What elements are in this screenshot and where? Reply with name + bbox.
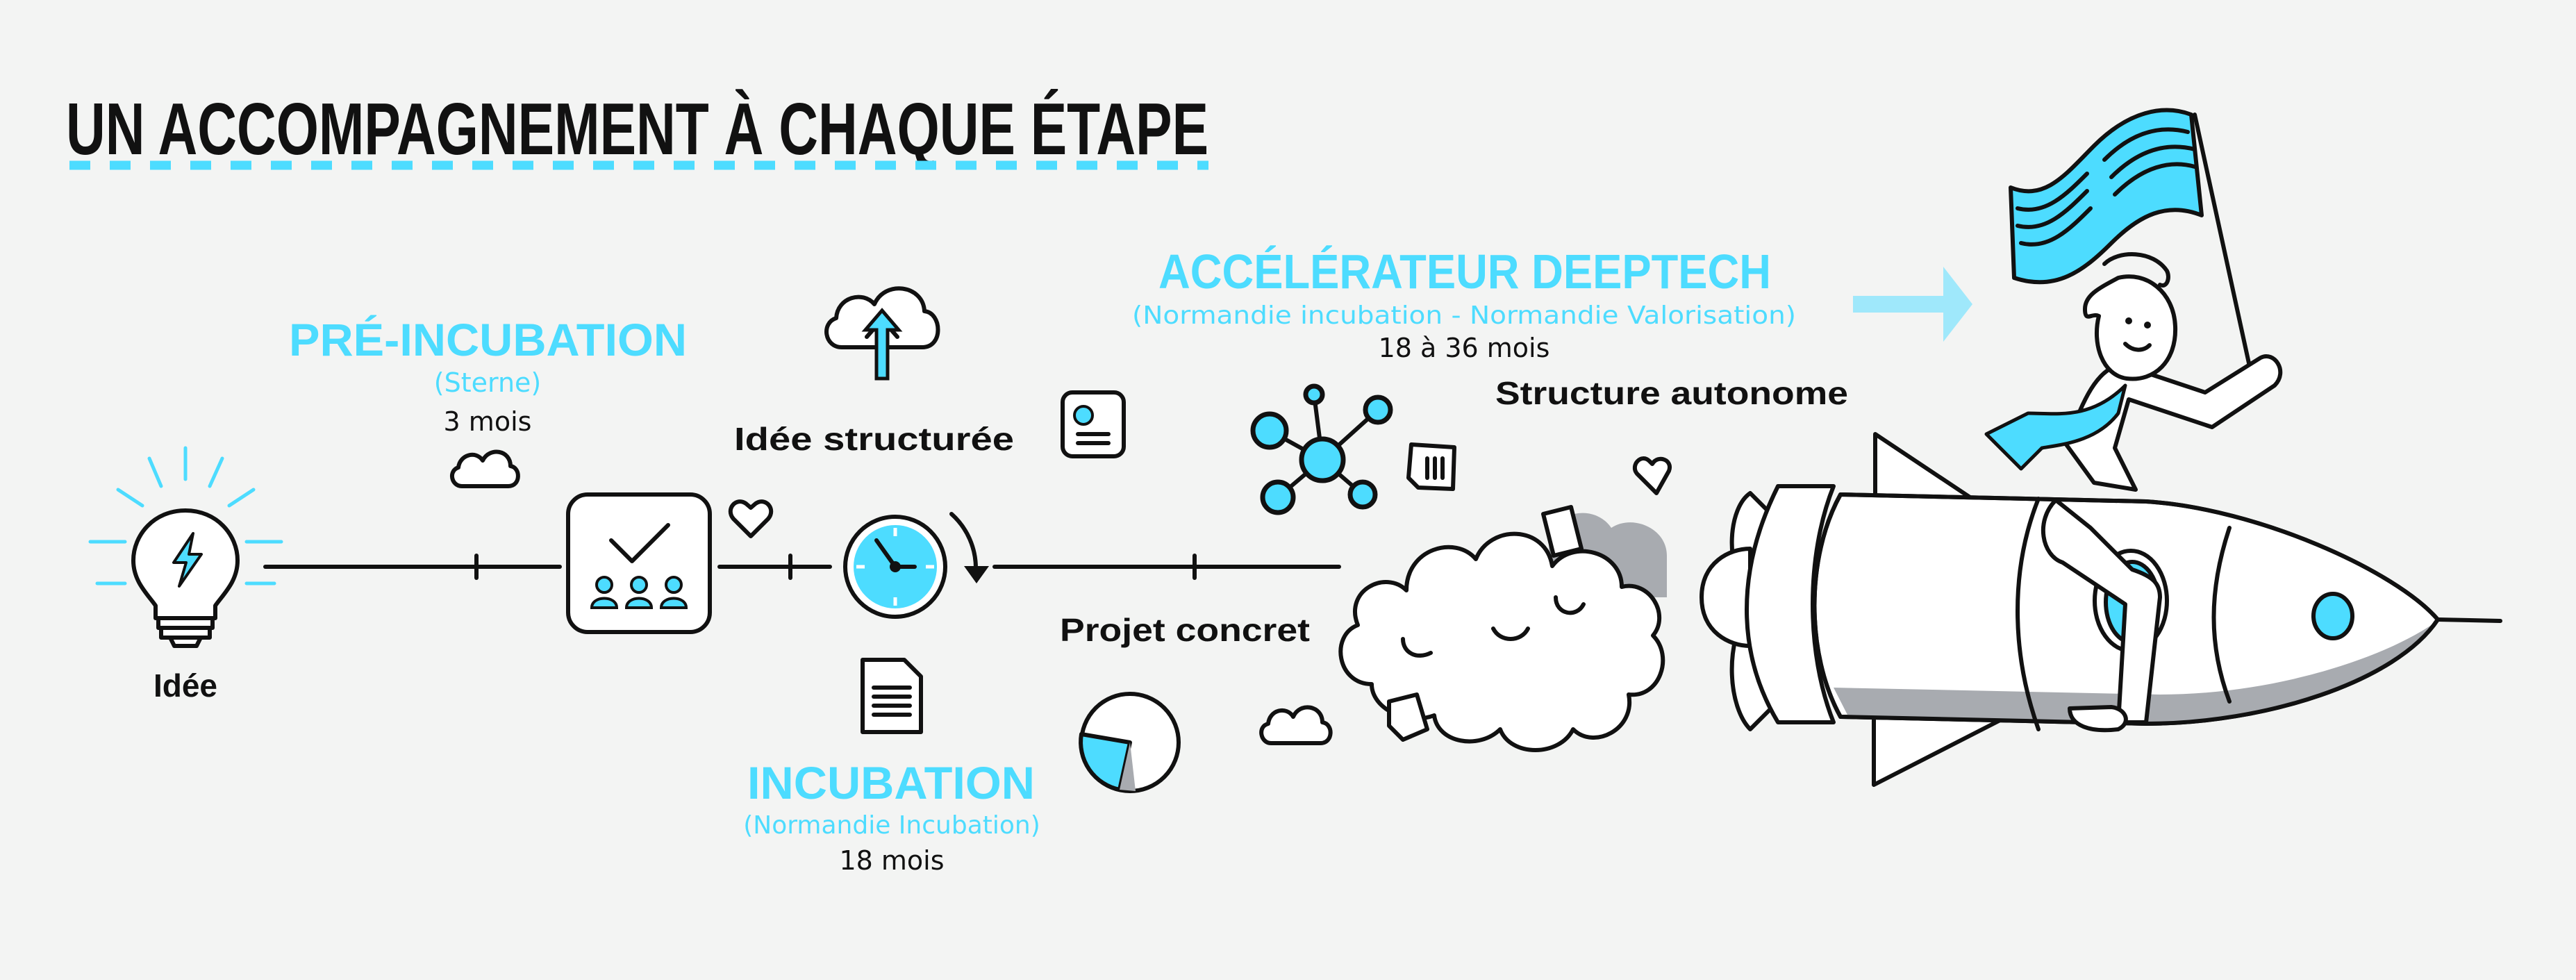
lightbulb-icon: [88, 446, 283, 648]
milestone-structured-idea: Idée structurée: [734, 421, 1014, 457]
cloud-icon: [450, 449, 520, 488]
stage-incubation-name: INCUBATION: [747, 757, 1035, 808]
page-title: UN ACCOMPAGNEMENT À CHAQUE ÉTAPE: [66, 88, 1208, 170]
pie-chart-icon: [1079, 692, 1181, 793]
clock-icon: [843, 512, 989, 619]
cloud-upload-icon: [824, 286, 940, 381]
stage-pre-incubation-org: (Sterne): [434, 367, 541, 398]
stage-accelerator-name: ACCÉLÉRATEUR DEEPTECH: [1158, 244, 1771, 299]
person-with-flag-icon: [1984, 108, 2283, 733]
smoke-cloud: [1338, 505, 1667, 752]
document-icon: [861, 658, 923, 734]
cloud-icon: [1259, 705, 1333, 745]
checklist-team-icon: [566, 492, 712, 634]
stage-accelerator-duration: 18 à 36 mois: [1379, 333, 1550, 363]
stage-pre-incubation-name: PRÉ-INCUBATION: [289, 314, 687, 365]
network-icon: [1250, 383, 1393, 515]
timeline: [263, 554, 1341, 580]
stage-incubation-org: (Normandie Incubation): [743, 811, 1040, 840]
milestone-idea: Idée: [153, 667, 217, 704]
milestone-autonomous-structure: Structure autonome: [1495, 375, 1848, 411]
stage-pre-incubation-duration: 3 mois: [444, 406, 532, 437]
stage-incubation-duration: 18 mois: [839, 845, 944, 876]
heart-icon: [1632, 456, 1672, 495]
stage-accelerator-org: (Normandie incubation - Normandie Valori…: [1132, 301, 1796, 330]
arrow-right-icon: [1853, 267, 1972, 342]
milestone-concrete-project: Projet concret: [1060, 612, 1310, 648]
heart-icon: [728, 499, 774, 538]
id-card-icon: [1061, 390, 1126, 458]
document-icon: [1406, 442, 1456, 491]
